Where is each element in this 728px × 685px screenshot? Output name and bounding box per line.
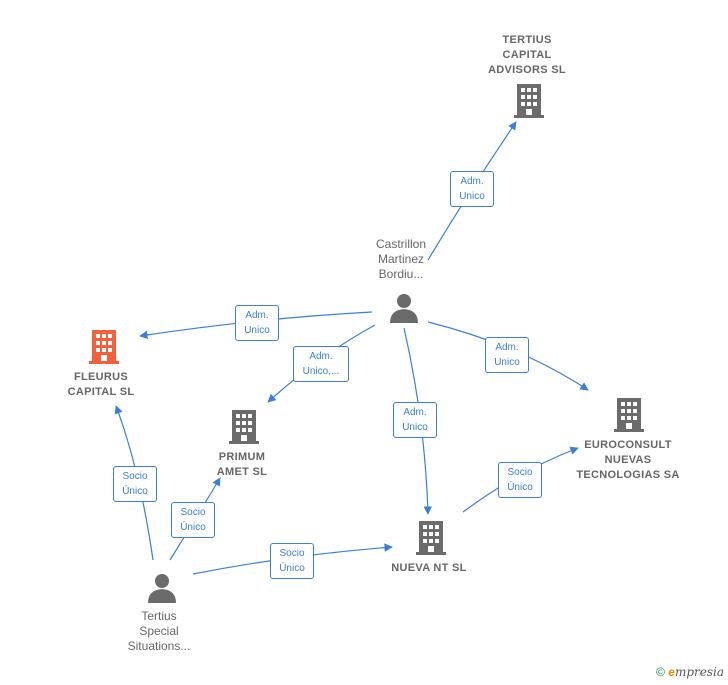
edge-label-castrillon-tertius[interactable]: Adm. Unico [450, 171, 494, 207]
node-label-fleurus[interactable]: FLEURUS CAPITAL SL [67, 371, 135, 398]
edge-label-castrillon-primum[interactable]: Adm. Unico,... [293, 346, 349, 382]
edge-label-special-primum[interactable]: Socio Único [171, 502, 215, 538]
node-label-castrillon[interactable]: Castrillon Martinez Bordiu... [375, 237, 426, 281]
node-label-tertius-special[interactable]: Tertius Special Situations... [127, 609, 191, 653]
brand-footer[interactable]: © empresia [656, 665, 724, 679]
person-icon[interactable] [147, 573, 177, 603]
brand-logo-initial: e [668, 665, 675, 679]
building-icon[interactable] [514, 84, 544, 118]
building-icon[interactable] [229, 410, 259, 444]
building-icon[interactable] [614, 398, 644, 432]
node-label-tertius-capital[interactable]: TERTIUS CAPITAL ADVISORS SL [488, 34, 566, 76]
edge-label-castrillon-euroconsult[interactable]: Adm. Unico [485, 337, 529, 373]
building-icon[interactable] [416, 521, 446, 555]
brand-logo-text: mpresia [674, 665, 724, 679]
node-label-nueva-nt[interactable]: NUEVA NT SL [391, 562, 467, 574]
building-icon[interactable] [89, 330, 119, 364]
edge-label-special-fleurus[interactable]: Socio Único [113, 466, 157, 502]
edge-label-castrillon-fleurus[interactable]: Adm. Unico [235, 305, 279, 341]
person-icon[interactable] [389, 293, 419, 323]
edge-label-special-nueva[interactable]: Socio Único [270, 543, 314, 579]
edge-label-castrillon-nueva[interactable]: Adm. Unico [393, 402, 437, 438]
node-label-primum[interactable]: PRIMUM AMET SL [216, 451, 268, 478]
node-label-euroconsult[interactable]: EUROCONSULT NUEVAS TECNOLOGIAS SA [576, 439, 680, 481]
edge-label-nueva-euroconsult[interactable]: Socio Único [498, 462, 542, 498]
copyright-symbol: © [656, 665, 665, 679]
